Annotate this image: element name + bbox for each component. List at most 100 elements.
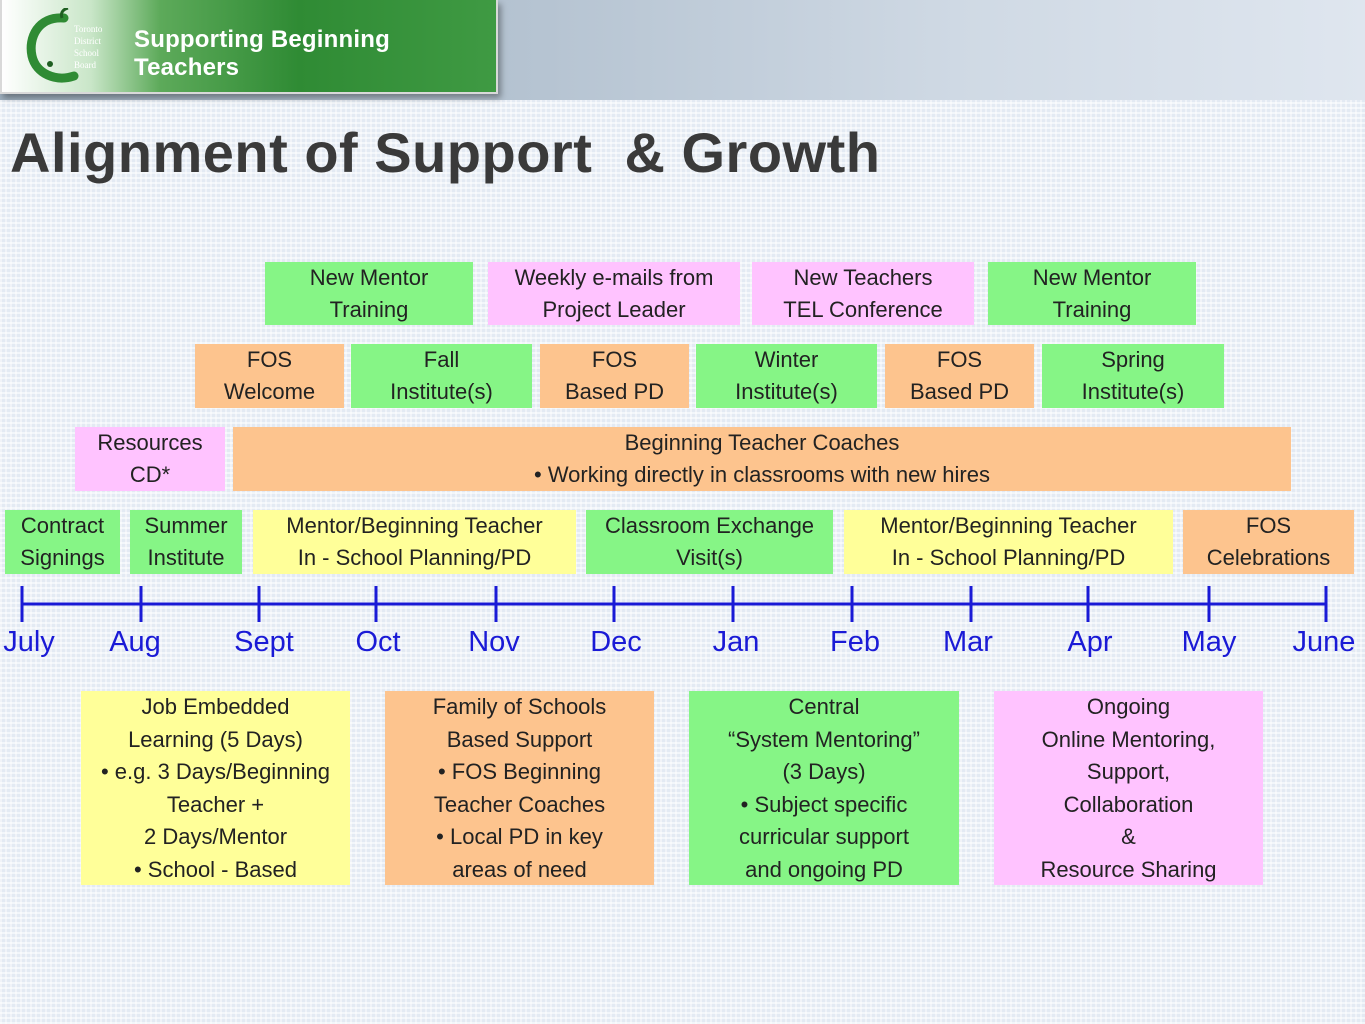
row4-in-school-planning-2: Mentor/Beginning Teacher In - School Pla… [844,510,1173,574]
month-label-june: June [1292,626,1356,658]
month-label-jan: Jan [712,626,760,658]
box-line: New Mentor [1032,264,1152,290]
month-label-dec: Dec [590,626,642,658]
month-label-nov: Nov [468,626,520,658]
bottom-family-of-schools-support: Family of Schools Based Support • FOS Be… [385,691,654,885]
box-line: Winter [754,347,819,372]
box-line: • Local PD in key [436,824,603,849]
month-label-apr: Apr [1067,626,1113,658]
row3-beginning-teacher-coaches: Beginning Teacher Coaches • Working dire… [233,427,1291,491]
month-label-oct: Oct [355,626,401,658]
box-line: Ongoing [1086,694,1171,719]
box-line: Institute(s) [735,379,838,404]
box-line: Visit(s) [676,545,743,570]
box-line: Project Leader [542,296,686,322]
timeline [20,586,1328,622]
box-line: • FOS Beginning [437,759,601,784]
logo-text-1: Toronto [74,24,103,34]
box-line: curricular support [739,824,909,849]
logo-text-3: School [74,48,100,58]
school-board-logo: Toronto District School Board [26,8,103,83]
box-line: Central [788,694,860,719]
box-line: Family of Schools [432,694,607,719]
box-line: “System Mentoring” [728,726,920,752]
row4-fos-celebrations: FOS Celebrations [1183,510,1354,574]
box-line: New Teachers [793,264,933,290]
box-line: Collaboration [1063,791,1194,817]
box-line: Resource Sharing [1040,856,1217,882]
box-line: 2 Days/Mentor [143,824,288,849]
box-line: CD* [129,462,171,487]
box-line: New Mentor [309,264,429,290]
box-line: Job Embedded [141,694,290,719]
bottom-central-system-mentoring: Central “System Mentoring” (3 Days) • Su… [689,691,959,885]
box-line: • Subject specific [740,791,908,817]
month-label-may: May [1181,626,1237,658]
box-line: Mentor/Beginning Teacher [880,513,1137,538]
row4-contract-signings: Contract Signings [5,510,120,574]
row1-new-mentor-training-1: New Mentor Training [265,262,473,325]
row2-fos-based-pd-1: FOS Based PD [540,344,689,408]
month-label-july: July [3,626,55,658]
page-title: Alignment of Support & Growth [10,121,881,184]
box-line: Training [1052,296,1132,322]
box-line: Contract [20,513,105,538]
box-line: • e.g. 3 Days/Beginning [100,759,331,784]
box-line: TEL Conference [783,296,943,322]
box-line: Online Mentoring, [1041,726,1216,752]
box-line: Teacher + [166,791,265,817]
box-line: Classroom Exchange [604,513,815,538]
row4-in-school-planning-1: Mentor/Beginning Teacher In - School Pla… [253,510,576,574]
box-line: Mentor/Beginning Teacher [286,513,543,538]
box-line: Celebrations [1206,545,1331,570]
box-line: Weekly e-mails from [514,264,714,290]
row4-classroom-exchange: Classroom Exchange Visit(s) [586,510,833,574]
box-line: Spring [1101,347,1165,372]
box-line: • Working directly in classrooms with ne… [534,462,990,487]
box-line: Institute [147,545,225,570]
row2-winter-institute: Winter Institute(s) [696,344,877,408]
box-line: (3 Days) [782,759,866,784]
box-line: Training [329,296,409,322]
box-line: Summer [144,513,228,538]
row2-fos-welcome: FOS Welcome [195,344,344,408]
box-line: Support, [1086,759,1171,784]
box-line: Based PD [564,379,665,404]
bottom-ongoing-online-mentoring: Ongoing Online Mentoring, Support, Colla… [994,691,1263,885]
logo-text-2: District [74,36,101,46]
row2-fos-based-pd-2: FOS Based PD [885,344,1034,408]
box-line: FOS [246,347,293,372]
month-label-feb: Feb [830,626,880,658]
month-label-sept: Sept [234,626,294,658]
row1-tel-conference: New Teachers TEL Conference [752,262,974,325]
box-line: Based PD [909,379,1010,404]
box-line: FOS [1245,513,1292,538]
bottom-job-embedded-learning: Job Embedded Learning (5 Days) • e.g. 3 … [81,691,350,885]
row3-resources-cd: Resources CD* [75,427,225,491]
box-line: areas of need [452,856,587,882]
row4-summer-institute: Summer Institute [130,510,242,574]
box-line: Resources [97,430,203,455]
box-line: Learning (5 Days) [128,726,303,752]
box-line: Institute(s) [390,379,493,404]
row2-spring-institute: Spring Institute(s) [1042,344,1224,408]
logo-banner: Toronto District School Board Supporting… [0,0,498,94]
box-line: In - School Planning/PD [891,545,1126,570]
row1-weekly-emails: Weekly e-mails from Project Leader [488,262,740,325]
box-line: Institute(s) [1081,379,1185,404]
box-line: & [1121,824,1136,849]
box-line: and ongoing PD [745,856,903,882]
month-label-aug: Aug [109,626,161,658]
box-line: Based Support [446,726,593,752]
row1-new-mentor-training-2: New Mentor Training [988,262,1196,325]
row2-fall-institute: Fall Institute(s) [351,344,532,408]
box-line: Teacher Coaches [433,791,606,817]
box-line: In - School Planning/PD [297,545,532,570]
banner-title: Supporting Beginning Teachers [134,26,390,81]
box-line: FOS [591,347,638,372]
box-line: Signings [20,545,105,570]
logo-text-4: Board [74,60,96,70]
month-label-mar: Mar [943,626,993,658]
box-line: FOS [936,347,983,372]
box-line: Fall [423,347,460,372]
